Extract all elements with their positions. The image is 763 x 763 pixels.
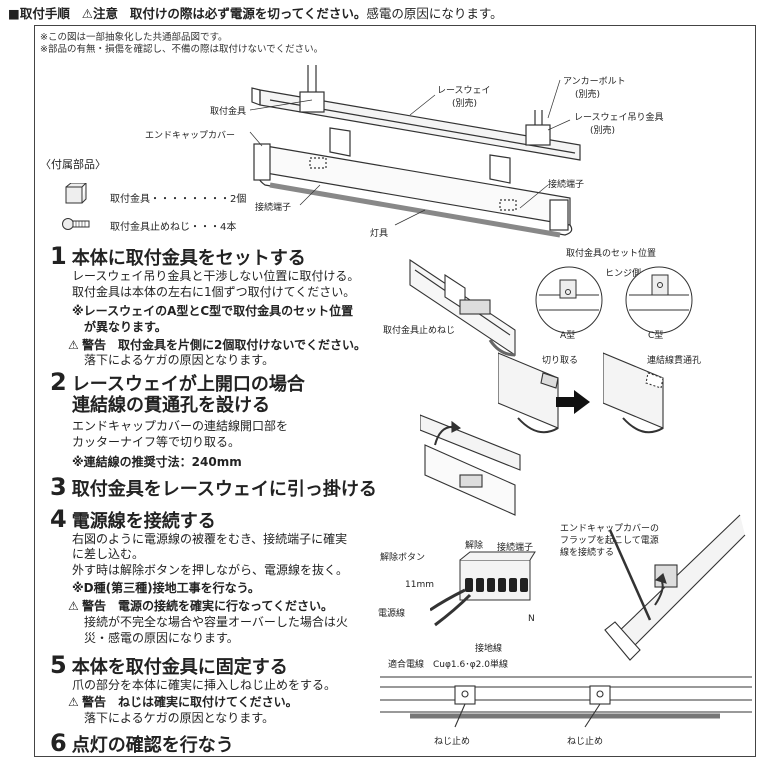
step-2-number: 2 bbox=[50, 368, 67, 396]
warning-icon: ⚠ bbox=[81, 6, 93, 21]
type-c-label: C型 bbox=[648, 331, 664, 341]
n-mark-label: N bbox=[528, 614, 535, 624]
wire-spec-label: 適合電線 Cuφ1.6･φ2.0単線 bbox=[388, 660, 508, 670]
step-5-number: 5 bbox=[50, 651, 67, 679]
anchor-sep-label: (別売) bbox=[575, 90, 601, 100]
caution-text: 感電の原因になります。 bbox=[366, 6, 503, 21]
terminal-right-label: 接続端子 bbox=[548, 180, 585, 190]
power-wire-label: 電源線 bbox=[378, 609, 406, 619]
through-hole-label: 連結線貫通孔 bbox=[647, 356, 702, 366]
step-1-title: 本体に取付金具をセットする bbox=[71, 248, 306, 269]
step-4-title: 電源線を接続する bbox=[71, 511, 216, 532]
step-5-warning: ⚠警告 ねじは確実に取付けてください。 bbox=[68, 695, 298, 709]
type-a-label: A型 bbox=[560, 331, 576, 341]
terminal-left-label: 接続端子 bbox=[255, 203, 292, 213]
content-frame bbox=[34, 25, 756, 757]
step-2-cut-illustration bbox=[498, 352, 559, 434]
right-arrow-icon bbox=[556, 390, 590, 414]
strip-length-label: 11mm bbox=[405, 580, 434, 590]
accessory-bracket: 取付金具・・・・・・・・2個 bbox=[110, 194, 247, 205]
endcap-wiring-illustration bbox=[604, 514, 746, 661]
endcap-note-2: フラップを起こして電源 bbox=[560, 536, 659, 546]
step-6: 6 点灯の確認を行なう bbox=[50, 731, 234, 758]
step-2: 2 レースウェイが上開口の場合 bbox=[50, 370, 305, 397]
step-1-line-1: レースウェイ吊り金具と干渉しない位置に取付ける。 bbox=[72, 269, 360, 283]
endcap-note-3: 線を接続する bbox=[560, 548, 615, 558]
set-position-label: 取付金具のセット位置 bbox=[566, 249, 657, 259]
step-1-bold-2: が異なります。 bbox=[84, 320, 167, 334]
endcap-note-1: エンドキャップカバーの bbox=[560, 524, 660, 534]
raceway-sep-label: (別売) bbox=[452, 99, 478, 109]
terminal-block-illustration bbox=[430, 551, 536, 627]
step-4: 4 電源線を接続する bbox=[50, 507, 216, 534]
mount-bracket-label: 取付金具 bbox=[210, 107, 247, 117]
type-a-diagram bbox=[535, 266, 603, 334]
step-6-title: 点灯の確認を行なう bbox=[71, 735, 234, 756]
step-4-line-2: に差し込む。 bbox=[72, 547, 145, 561]
warning-icon: ⚠ bbox=[68, 695, 79, 709]
step-2-bold: ※連結線の推奨寸法：240mm bbox=[72, 455, 242, 469]
note-1: ※この図は一部抽象化した共通部品図です。 bbox=[40, 32, 228, 43]
step-1: 1 本体に取付金具をセットする bbox=[50, 244, 306, 271]
step-3: 3 取付金具をレースウェイに引っ掛ける bbox=[50, 475, 377, 502]
step-5-screw-illustration bbox=[380, 676, 752, 728]
step-1-number: 1 bbox=[50, 242, 67, 270]
accessory-screw: 取付金具止めねじ・・・4本 bbox=[110, 222, 237, 233]
end-cap-label: エンドキャップカバー bbox=[145, 131, 236, 141]
screw-part-icon bbox=[62, 218, 90, 230]
step-1-line-2: 取付金具は本体の左右に1個ずつ取付けてください。 bbox=[72, 285, 356, 299]
terminal-label: 接続端子 bbox=[497, 543, 534, 553]
step-1-bracket-illustration bbox=[409, 258, 516, 357]
step-4-warning-sub-1: 接続が不完全な場合や容量オーバーした場合は火 bbox=[84, 615, 348, 629]
note-2: ※部品の有無・損傷を確認し、不備の際は取付けないでください。 bbox=[40, 44, 324, 55]
step-2-line-1: エンドキャップカバーの連結線開口部を bbox=[72, 419, 289, 433]
step-3-number: 3 bbox=[50, 473, 67, 501]
anchor-bolt-label: アンカーボルト bbox=[563, 77, 626, 87]
step-1-bold-1: ※レースウェイのA型とC型で取付金具のセット位置 bbox=[72, 304, 354, 318]
step-4-warning-sub-2: 災・感電の原因になります。 bbox=[84, 631, 239, 645]
step-5-line-1: 爪の部分を本体に確実に挿入しねじ止めをする。 bbox=[72, 678, 337, 692]
hanger-sep-label: (別売) bbox=[590, 126, 616, 136]
accessories-title: 〈付属部品〉 bbox=[40, 158, 106, 171]
step-2-title-b: 連結線の貫通孔を設ける bbox=[72, 395, 270, 416]
step-1-warning-sub: 落下によるケガの原因となります。 bbox=[84, 353, 275, 367]
step-3-title: 取付金具をレースウェイに引っ掛ける bbox=[71, 479, 377, 500]
step-6-number: 6 bbox=[50, 729, 67, 757]
fixture-label: 灯具 bbox=[370, 229, 389, 239]
step-4-bold: ※D種(第三種)接地工事を行なう。 bbox=[72, 581, 260, 595]
hinge-side-label: ヒンジ側 bbox=[605, 269, 642, 279]
step-5: 5 本体を取付金具に固定する bbox=[50, 653, 288, 680]
fixture-overview-illustration bbox=[249, 65, 581, 238]
warning-icon: ⚠ bbox=[68, 599, 79, 613]
step-2-title-a: レースウェイが上開口の場合 bbox=[71, 374, 305, 395]
step-4-line-3: 外す時は解除ボタンを押しながら、電源線を抜く。 bbox=[72, 563, 349, 577]
header-square: ■ bbox=[8, 6, 20, 21]
step-4-warning: ⚠警告 電源の接続を確実に行なってください。 bbox=[68, 599, 334, 613]
step-4-number: 4 bbox=[50, 505, 67, 533]
release-button-label: 解除ボタン bbox=[380, 553, 426, 563]
step-5-warning-sub: 落下によるケガの原因となります。 bbox=[84, 711, 275, 725]
cut-label: 切り取る bbox=[542, 356, 579, 366]
screw-label: 取付金具止めねじ bbox=[383, 326, 456, 336]
step-2-line-2: カッターナイフ等で切り取る。 bbox=[72, 435, 241, 449]
step-1-warning: ⚠警告 取付金具を片側に2個取付けないでください。 bbox=[68, 338, 366, 352]
release-label: 解除 bbox=[465, 541, 484, 551]
raceway-label: レースウェイ bbox=[437, 86, 491, 96]
step-2-through-hole-illustration bbox=[603, 352, 664, 434]
caution-label: 注意 bbox=[92, 6, 118, 21]
header-title: 取付手順 bbox=[19, 6, 70, 21]
step-3-hook-illustration bbox=[420, 414, 521, 516]
step-5-title: 本体を取付金具に固定する bbox=[71, 657, 288, 678]
type-c-diagram bbox=[625, 266, 693, 334]
screw-left-label: ねじ止め bbox=[434, 737, 471, 747]
warning-icon: ⚠ bbox=[68, 338, 79, 352]
screw-right-label: ねじ止め bbox=[567, 737, 604, 747]
ground-wire-label: 接地線 bbox=[475, 644, 503, 654]
hanger-label: レースウェイ吊り金具 bbox=[574, 113, 664, 123]
page-header: ■取付手順 ⚠注意 取付けの際は必ず電源を切ってください。感電の原因になります。 bbox=[8, 3, 503, 22]
bracket-part-icon bbox=[65, 183, 87, 204]
caution-bold-text: 取付けの際は必ず電源を切ってください。 bbox=[129, 6, 367, 21]
step-4-line-1: 右図のように電源線の被覆をむき、接続端子に確実 bbox=[72, 532, 348, 546]
